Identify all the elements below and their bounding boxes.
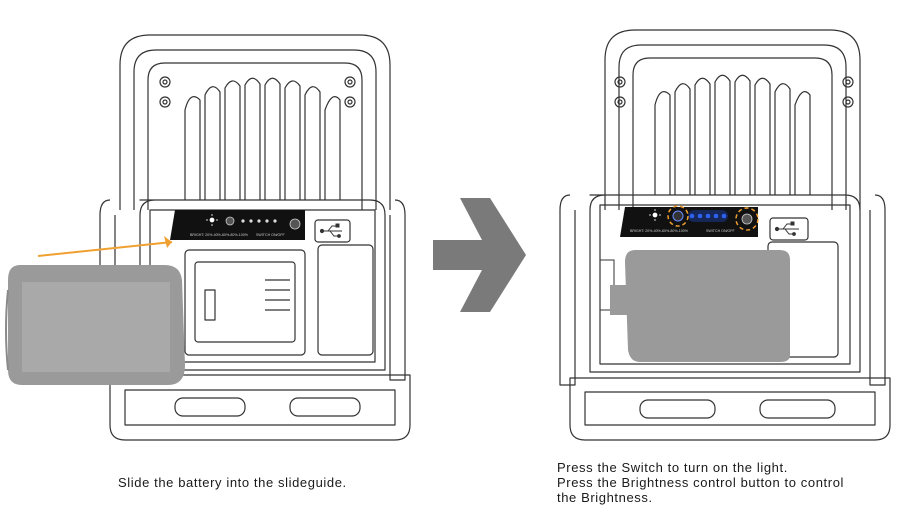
battery-contacts: [265, 279, 290, 311]
bright-label: BRIGHT: 20%-40%-60%-80%-100%: [190, 233, 249, 237]
usb-icon: [774, 221, 799, 236]
control-panel-on: BRIGHT: 20%-40%-60%-80%-100% SWITCH ON/O…: [620, 207, 758, 237]
step2-caption-line-3: the Brightness.: [557, 490, 653, 505]
step2-caption: Press the Switch to turn on the light. P…: [557, 460, 844, 505]
step2-caption-line-2: Press the Brightness control button to c…: [557, 475, 845, 490]
switch-label: SWITCH ON/OFF: [706, 229, 736, 233]
brightness-button[interactable]: [672, 210, 684, 222]
battery-inserted: [599, 250, 790, 362]
highlight-rings: [667, 205, 759, 231]
power-switch-button[interactable]: [289, 218, 301, 230]
step2-caption-line-1: Press the Switch to turn on the light.: [557, 460, 788, 475]
control-panel: BRIGHT: 20%-40%-60%-80%-100% SWITCH ON/O…: [170, 210, 305, 240]
body-outline: [139, 199, 386, 371]
chevron-right-icon: [433, 198, 526, 312]
usb-icon: [319, 223, 342, 238]
switch-label: SWITCH ON/OFF: [256, 233, 286, 237]
base-plate: [109, 374, 411, 441]
battery: [5, 265, 185, 385]
handle-inner: [133, 49, 377, 210]
handle-bolts: [614, 76, 854, 108]
led-indicators-lit: [689, 213, 727, 219]
arrow-right-icon: [37, 236, 173, 257]
battery-slot: [184, 249, 306, 356]
sun-icon: [206, 214, 218, 226]
brightness-button[interactable]: [225, 216, 235, 226]
heat-sink-fins: [184, 77, 341, 200]
heat-sink-fins: [654, 74, 811, 195]
sun-icon: [649, 209, 661, 221]
bright-label: BRIGHT: 20%-40%-60%-80%-100%: [630, 229, 689, 233]
power-switch-button[interactable]: [741, 213, 753, 225]
step2-illustration: BRIGHT: 20%-40%-60%-80%-100% SWITCH ON/O…: [559, 29, 891, 441]
led-indicators: [241, 219, 277, 223]
step1-illustration: BRIGHT: 20%-40%-60%-80%-100% SWITCH ON/O…: [5, 34, 411, 441]
step1-caption: Slide the battery into the slideguide.: [118, 475, 347, 490]
handle-bolts: [159, 76, 356, 108]
handle-outer: [119, 34, 391, 210]
